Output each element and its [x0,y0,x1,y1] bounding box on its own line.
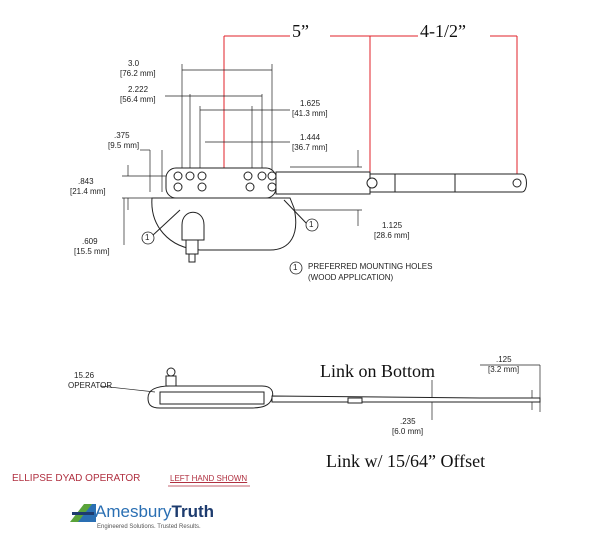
red-dim-4-1-2in: 4-1/2” [420,21,466,41]
brand-logo-icon [70,504,96,522]
operator-label-line2: OPERATOR [68,381,113,390]
brand-name-dark: Truth [171,502,215,521]
brand-name: AmesburyTruth [95,502,214,522]
callout-legend-line1: PREFERRED MOUNTING HOLES [308,262,433,271]
product-title: ELLIPSE DYAD OPERATOR [12,473,141,484]
callout-1-legend: 1 [293,263,298,272]
dim-609: .609 [82,237,98,246]
operator-label-line1: 15.26 [74,371,95,380]
dim-125: .125 [496,355,512,364]
operator-side-view [99,367,541,409]
note-link-offset: Link w/ 15/64” Offset [326,451,486,471]
dim-2-222-mm: [56.4 mm] [120,95,156,104]
note-link-on-bottom: Link on Bottom [320,361,436,381]
dim-375-mm: [9.5 mm] [108,141,140,150]
callout-circles [141,218,319,275]
callout-1-left: 1 [145,233,150,242]
operator-top-view [151,167,527,263]
dim-235: .235 [400,417,416,426]
red-dim-5in: 5” [292,21,309,41]
red-dimension-lines [223,35,518,190]
dim-235-mm: [6.0 mm] [392,427,424,436]
dim-843-mm: [21.4 mm] [70,187,106,196]
callout-legend-line2: (WOOD APPLICATION) [308,273,394,282]
side-view-dimension-lines [431,364,541,420]
dim-2-222: 2.222 [128,85,149,94]
dim-1-125-mm: [28.6 mm] [374,231,410,240]
callout-1-right: 1 [309,220,314,229]
top-view-dimension-lines [122,64,362,245]
dim-843: .843 [78,177,94,186]
dim-375: .375 [114,131,130,140]
brand-tagline: Engineered Solutions. Trusted Results. [97,524,201,530]
dim-1-625: 1.625 [300,99,321,108]
brand-name-light: Amesbury [95,502,172,521]
brand-lockup: AmesburyTruth Engineered Solutions. Trus… [68,500,238,540]
dim-1-125: 1.125 [382,221,403,230]
dim-1-444: 1.444 [300,133,321,142]
dim-1-625-mm: [41.3 mm] [292,109,328,118]
dim-3-0: 3.0 [128,59,140,68]
dim-1-444-mm: [36.7 mm] [292,143,328,152]
dim-3-0-mm: [76.2 mm] [120,69,156,78]
dim-125-mm: [3.2 mm] [488,365,520,374]
dim-609-mm: [15.5 mm] [74,247,110,256]
left-hand-shown-label: LEFT HAND SHOWN [170,474,248,483]
